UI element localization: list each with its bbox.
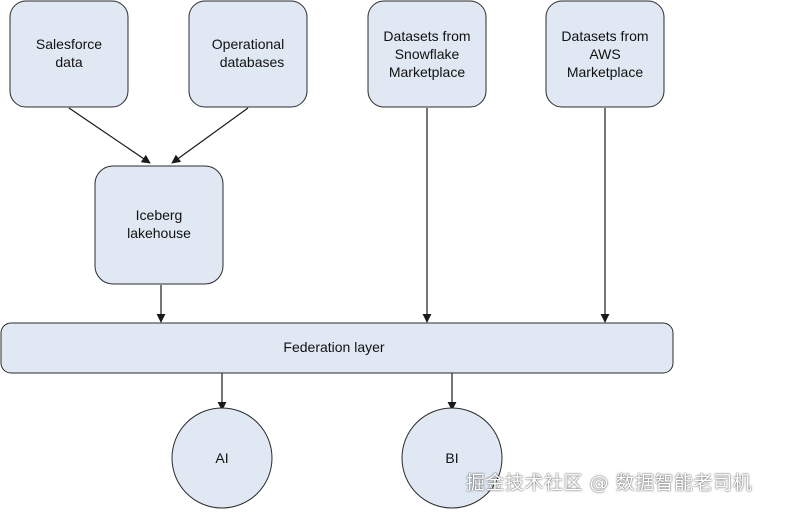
watermark-text: 掘金技术社区 @ 数据智能老司机 [466, 472, 753, 494]
edges [68, 107, 610, 411]
node-snowflake-label-line-3: Marketplace [389, 64, 465, 80]
node-federation-layer: Federation layer [0, 322, 674, 374]
node-iceberg-label-line-1: Iceberg [136, 207, 183, 223]
node-iceberg-label-line-2: lakehouse [127, 225, 191, 241]
edge-operational-to-iceberg [171, 107, 249, 164]
node-federation-label: Federation layer [283, 339, 385, 355]
node-aws-label-line-3: Marketplace [567, 64, 643, 80]
node-iceberg-lakehouse: Iceberg lakehouse [94, 165, 224, 285]
node-bi: BI [401, 407, 503, 509]
node-ai-label: AI [215, 450, 228, 466]
node-ai: AI [171, 407, 273, 509]
node-aws-label-line-2: AWS [589, 46, 620, 62]
node-bi-label: BI [445, 450, 458, 466]
node-snowflake-datasets: Datasets from Snowflake Marketplace [367, 0, 487, 108]
node-operational-label-line-1: Operational [212, 36, 284, 52]
node-salesforce-label-line-2: data [55, 54, 82, 70]
node-operational-databases: Operational databases [188, 0, 308, 108]
node-operational-label-line-2: databases [220, 54, 285, 70]
node-snowflake-label-line-2: Snowflake [395, 46, 460, 62]
node-snowflake-label-line-1: Datasets from [383, 28, 470, 44]
node-salesforce-data: Salesforce data [9, 0, 129, 108]
node-aws-label-line-1: Datasets from [561, 28, 648, 44]
edge-salesforce-to-iceberg [68, 107, 151, 164]
node-aws-datasets: Datasets from AWS Marketplace [545, 0, 665, 108]
node-salesforce-label-line-1: Salesforce [36, 36, 102, 52]
